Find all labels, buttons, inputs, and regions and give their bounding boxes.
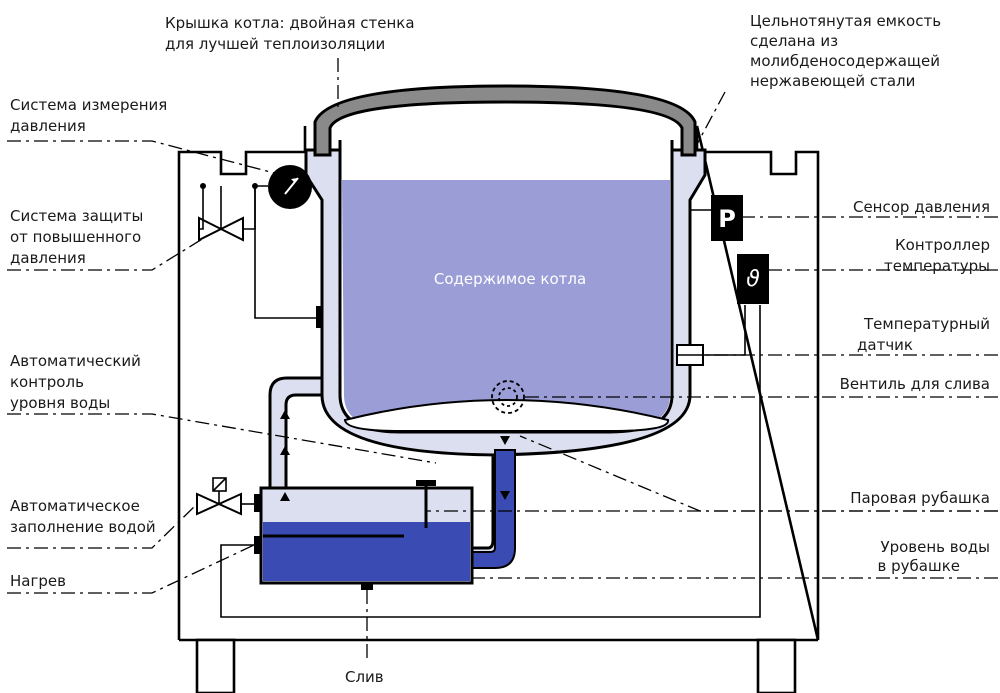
pressure-sensor: P: [711, 195, 743, 241]
label-auto-level: Автоматический контроль уровня воды: [10, 352, 141, 412]
svg-text:в рубашке: в рубашке: [878, 557, 960, 575]
jacket-riser-pipe: [268, 376, 324, 490]
outer-housing: [177, 125, 820, 693]
temperature-controller: ϑ: [737, 254, 769, 304]
svg-text:Цельнотянутая емкость: Цельнотянутая емкость: [750, 12, 941, 30]
svg-text:Автоматический: Автоматический: [10, 352, 141, 370]
label-drain: Слив: [345, 668, 384, 686]
svg-text:давления: давления: [10, 249, 86, 267]
svg-text:Паровая рубашка: Паровая рубашка: [850, 489, 990, 507]
vessel-bottom-dome: [343, 399, 669, 432]
svg-text:Контроллер: Контроллер: [895, 236, 990, 254]
drain-valve: [491, 380, 525, 414]
contents-label: Содержимое котла: [434, 270, 586, 288]
kettle-lid: [313, 84, 697, 157]
heater-tank: [254, 480, 474, 590]
svg-text:уровня воды: уровня воды: [10, 394, 110, 412]
svg-text:Система измерения: Система измерения: [10, 96, 167, 114]
svg-text:Вентиль для слива: Вентиль для слива: [840, 375, 990, 393]
overpressure-safety-valve: [198, 186, 244, 242]
label-pressure-measure: Система измерения давления: [10, 96, 167, 135]
svg-text:Система защиты: Система защиты: [10, 207, 143, 225]
label-pressure-sensor: Сенсор давления: [853, 198, 990, 216]
svg-text:контроль: контроль: [10, 373, 84, 391]
svg-text:молибденосодержащей: молибденосодержащей: [750, 52, 940, 70]
svg-text:давления: давления: [10, 117, 86, 135]
svg-text:температуры: температуры: [884, 257, 990, 275]
temperature-controller-symbol: ϑ: [746, 267, 760, 292]
leader-lines: [7, 58, 998, 660]
svg-text:сделана из: сделана из: [750, 32, 838, 50]
svg-text:Крышка котла: двойная стенка: Крышка котла: двойная стенка: [165, 14, 415, 32]
label-auto-fill: Автоматическое заполнение водой: [10, 497, 156, 536]
fill-valve: [196, 477, 242, 516]
label-vessel: Цельнотянутая емкость сделана из молибде…: [750, 12, 941, 90]
svg-text:Автоматическое: Автоматическое: [10, 497, 140, 515]
svg-text:датчик: датчик: [857, 336, 913, 354]
svg-text:Слив: Слив: [345, 668, 384, 686]
pressure-sensor-symbol: P: [718, 205, 736, 233]
label-overpressure-protection: Система защиты от повышенного давления: [10, 207, 143, 267]
svg-text:от повышенного: от повышенного: [10, 228, 141, 246]
svg-text:заполнение водой: заполнение водой: [10, 518, 156, 536]
svg-text:Сенсор давления: Сенсор давления: [853, 198, 990, 216]
label-temp-probe: Температурный датчик: [857, 315, 990, 354]
temperature-probe: [676, 344, 704, 366]
svg-text:для лучшей теплоизоляции: для лучшей теплоизоляции: [165, 35, 385, 53]
svg-text:нержавеющей стали: нержавеющей стали: [750, 72, 915, 90]
label-drain-valve: Вентиль для слива: [840, 375, 990, 393]
svg-text:Уровень воды: Уровень воды: [880, 538, 990, 556]
kettle-contents: [342, 180, 670, 430]
svg-text:Нагрев: Нагрев: [10, 572, 66, 590]
label-jacket-water-level: Уровень воды в рубашке: [878, 538, 990, 575]
label-steam-jacket: Паровая рубашка: [850, 489, 990, 507]
flow-arrows: [280, 410, 510, 501]
pressure-gauge: [268, 165, 312, 209]
control-wiring: [199, 183, 761, 618]
label-temp-controller: Контроллер температуры: [884, 236, 990, 275]
svg-text:Температурный: Температурный: [863, 315, 990, 333]
label-lid: Крышка котла: двойная стенка для лучшей …: [165, 14, 415, 53]
label-heating: Нагрев: [10, 572, 66, 590]
